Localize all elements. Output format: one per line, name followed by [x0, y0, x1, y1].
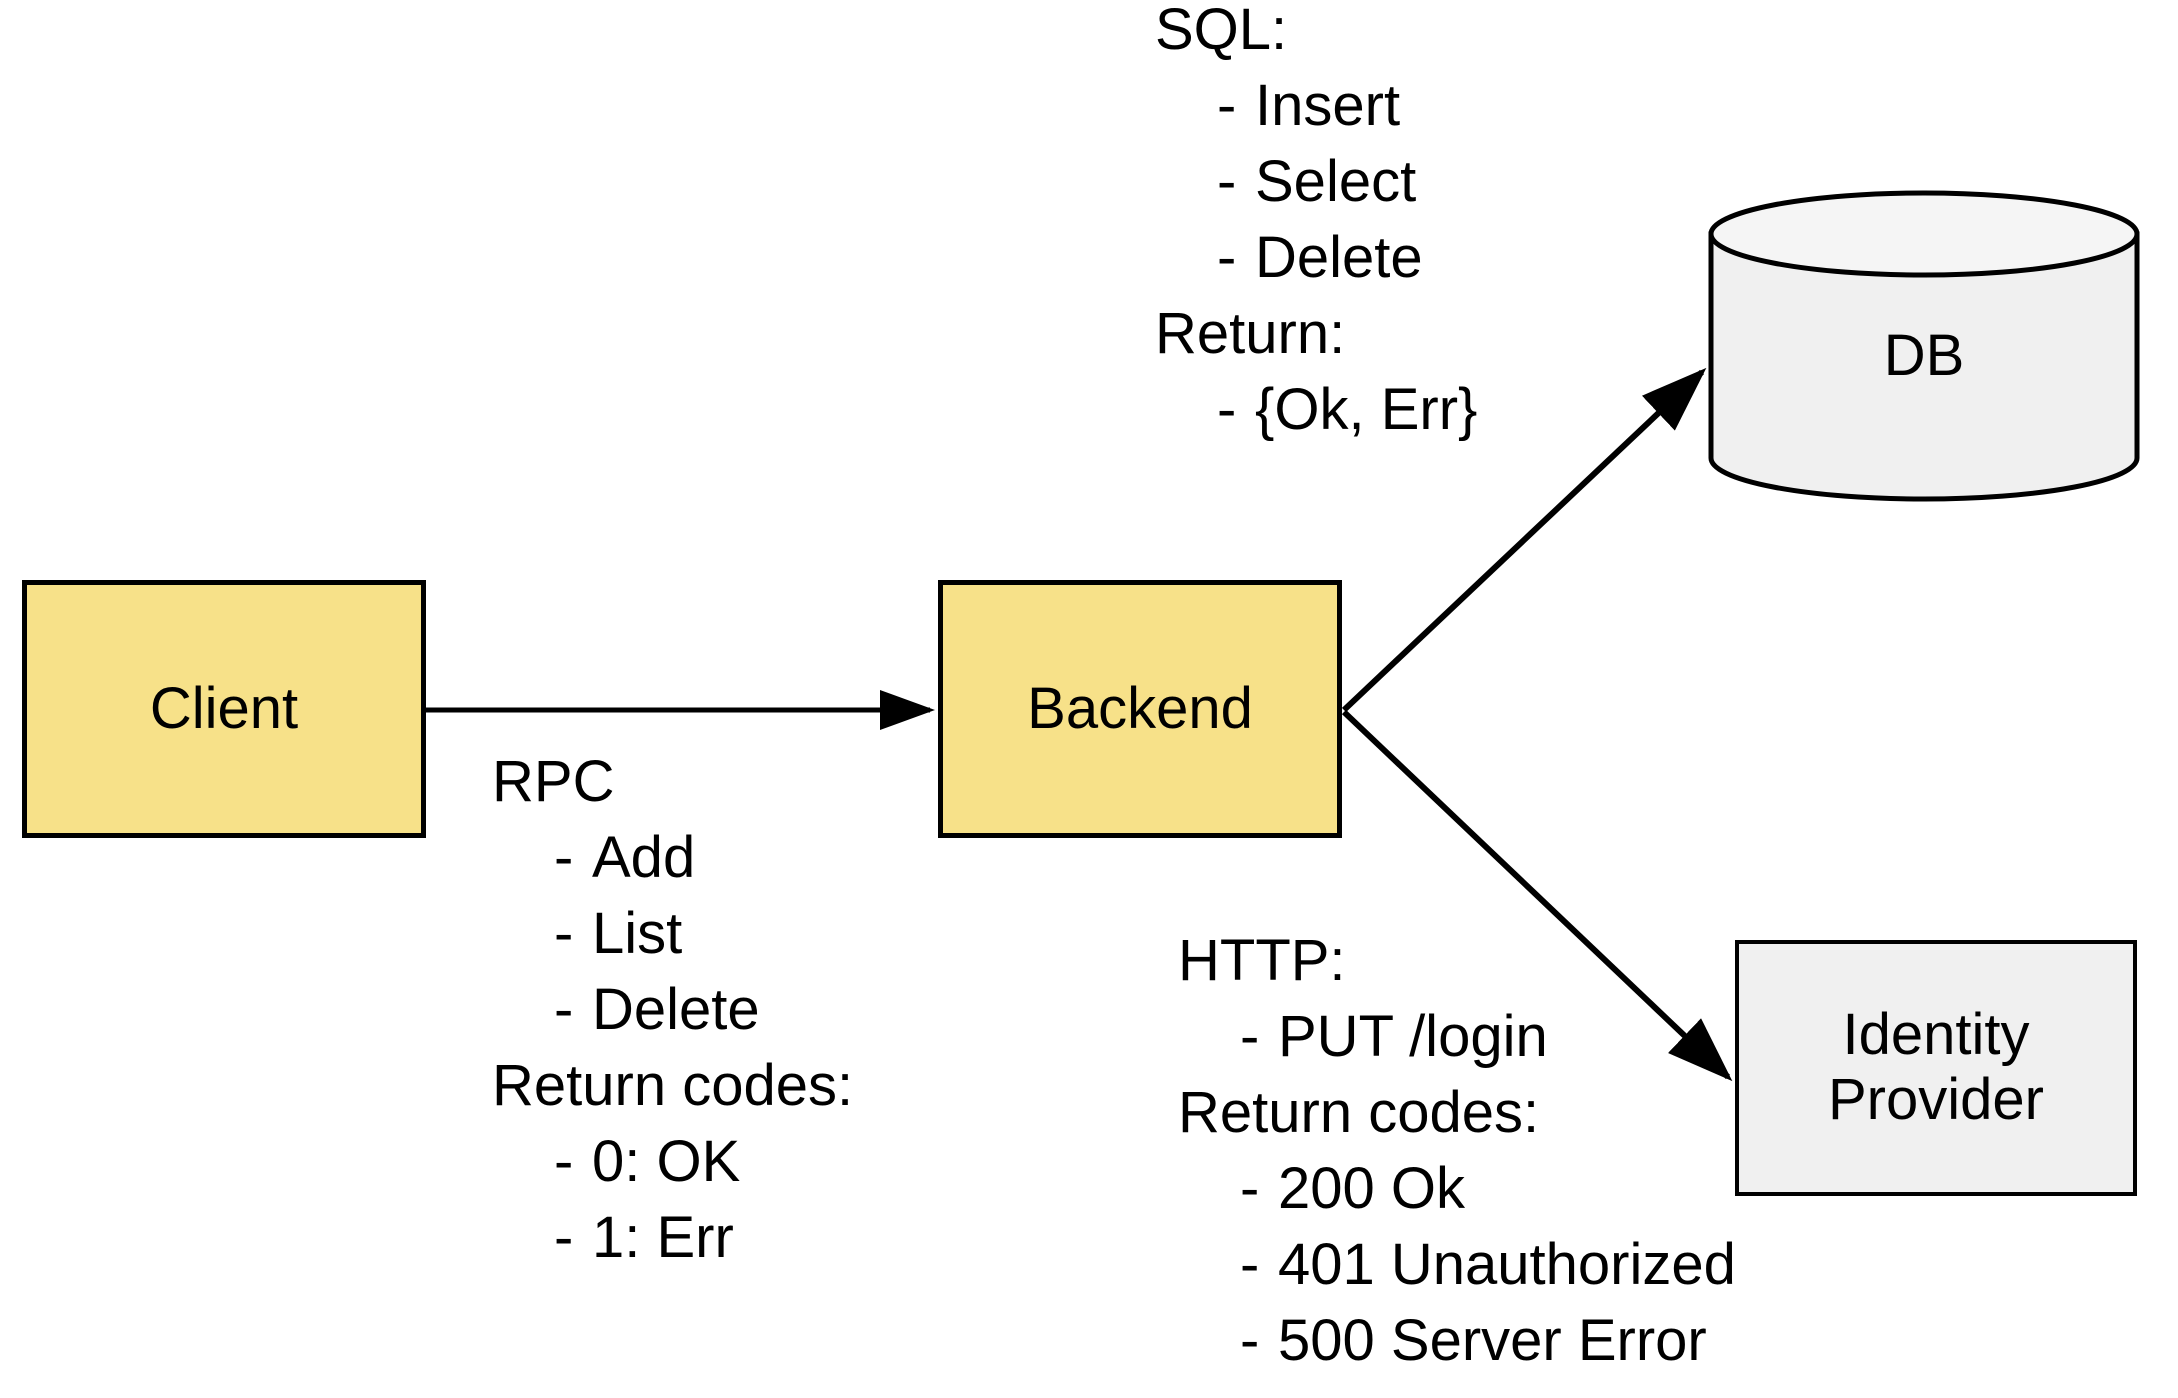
annotation-sql-item-text: Delete [1255, 225, 1423, 290]
annotation-sql-item: -Insert [1155, 68, 1477, 144]
node-client-label: Client [149, 675, 299, 741]
node-backend[interactable]: Backend [938, 580, 1342, 838]
bullet-dash-icon: - [1217, 377, 1237, 442]
bullet-dash-icon: - [1240, 1156, 1260, 1221]
annotation-http-return-item: -200 Ok [1178, 1151, 1736, 1227]
bullet-dash-icon: - [1240, 1004, 1260, 1069]
bullet-dash-icon: - [1240, 1232, 1260, 1297]
node-db[interactable]: DB [1708, 190, 2140, 502]
annotation-sql-item: -Select [1155, 144, 1477, 220]
annotation-http-return-heading: Return codes: [1178, 1080, 1540, 1145]
bullet-dash-icon: - [1217, 73, 1237, 138]
annotation-sql-item: -Delete [1155, 220, 1477, 296]
annotation-sql-return-item-text: {Ok, Err} [1255, 377, 1478, 442]
annotation-rpc-item-text: Add [592, 825, 696, 890]
node-identity-provider-label: Identity Provider [1828, 1002, 2044, 1132]
annotation-http-return-item-text: 500 Server Error [1278, 1308, 1707, 1373]
annotation-sql: SQL: -Insert -Select -Delete Return: -{O… [1155, 0, 1477, 448]
annotation-rpc-return-item: -0: OK [492, 1124, 853, 1200]
annotation-rpc-heading: RPC [492, 749, 615, 814]
node-backend-label: Backend [1027, 675, 1253, 741]
annotation-rpc-item: -List [492, 896, 853, 972]
bullet-dash-icon: - [1240, 1308, 1260, 1373]
annotation-rpc-item: -Delete [492, 972, 853, 1048]
bullet-dash-icon: - [554, 901, 574, 966]
annotation-http-return-item: -401 Unauthorized [1178, 1227, 1736, 1303]
bullet-dash-icon: - [554, 1205, 574, 1270]
bullet-dash-icon: - [1217, 225, 1237, 290]
annotation-http-item-text: PUT /login [1278, 1004, 1548, 1069]
node-identity-provider[interactable]: Identity Provider [1735, 940, 2137, 1196]
bullet-dash-icon: - [554, 1129, 574, 1194]
annotation-http: HTTP: -PUT /login Return codes: -200 Ok … [1178, 923, 1736, 1379]
annotation-http-return-item-text: 200 Ok [1278, 1156, 1465, 1221]
annotation-rpc-return-item-text: 0: OK [592, 1129, 741, 1194]
annotation-rpc-return-item-text: 1: Err [592, 1205, 734, 1270]
annotation-rpc: RPC -Add -List -Delete Return codes: -0:… [492, 744, 853, 1276]
annotation-http-return-item-text: 401 Unauthorized [1278, 1232, 1736, 1297]
annotation-http-item: -PUT /login [1178, 999, 1736, 1075]
bullet-dash-icon: - [554, 825, 574, 890]
annotation-rpc-item-text: Delete [592, 977, 760, 1042]
annotation-http-heading: HTTP: [1178, 928, 1346, 993]
bullet-dash-icon: - [554, 977, 574, 1042]
node-db-label: DB [1883, 322, 1965, 388]
annotation-rpc-item-text: List [592, 901, 683, 966]
annotation-rpc-return-item: -1: Err [492, 1200, 853, 1276]
database-cylinder-icon [1708, 190, 2140, 502]
annotation-sql-heading: SQL: [1155, 0, 1288, 62]
annotation-sql-return-heading: Return: [1155, 301, 1346, 366]
annotation-sql-item-text: Insert [1255, 73, 1401, 138]
node-client[interactable]: Client [22, 580, 426, 838]
annotation-http-return-item: -500 Server Error [1178, 1303, 1736, 1379]
annotation-rpc-item: -Add [492, 820, 853, 896]
annotation-sql-return-item: -{Ok, Err} [1155, 372, 1477, 448]
bullet-dash-icon: - [1217, 149, 1237, 214]
annotation-rpc-return-heading: Return codes: [492, 1053, 854, 1118]
annotation-sql-item-text: Select [1255, 149, 1417, 214]
